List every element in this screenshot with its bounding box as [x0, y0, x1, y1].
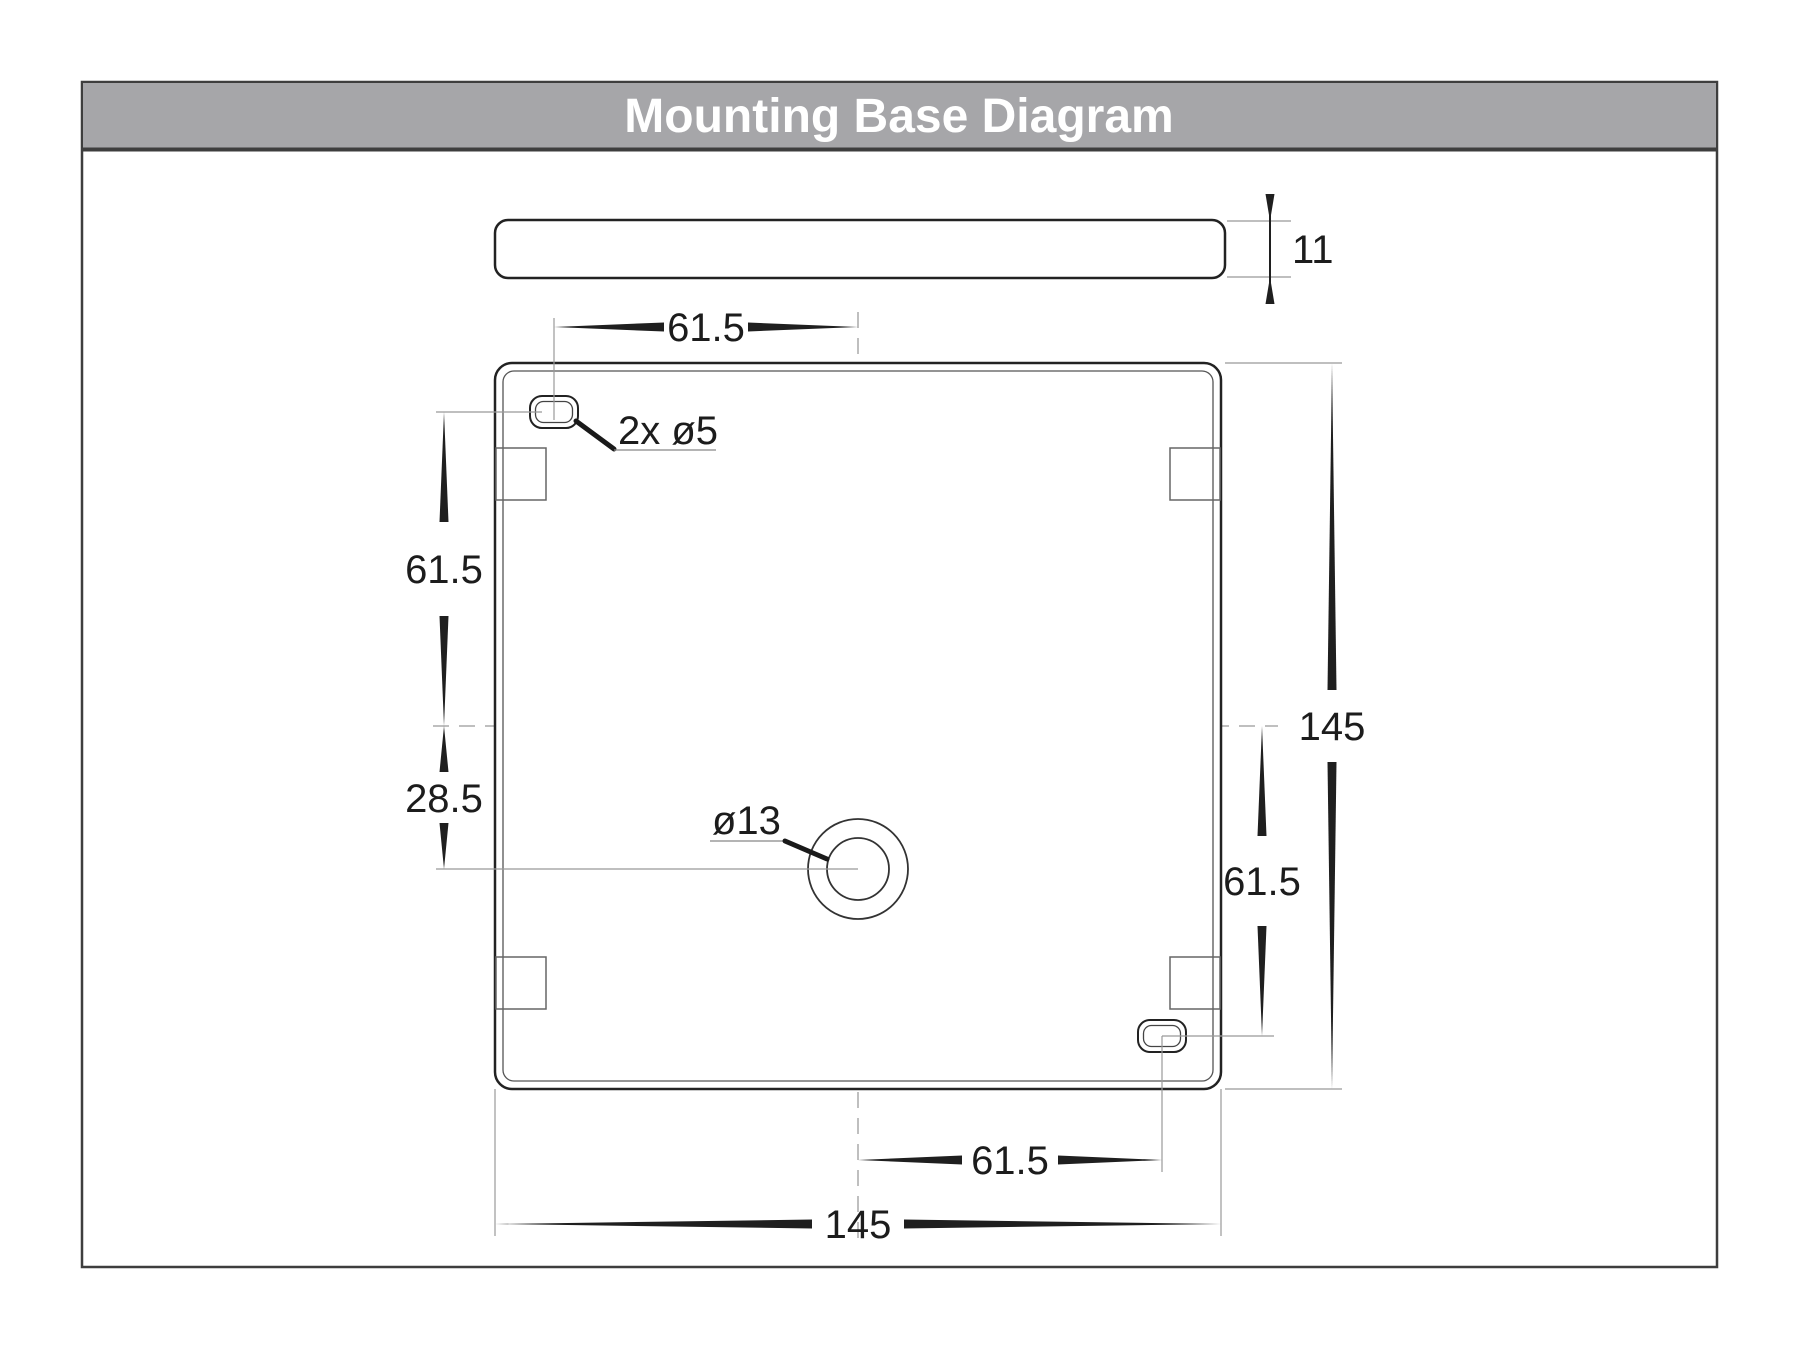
dim-arrow [748, 322, 858, 332]
dim-arrow [1327, 762, 1337, 1089]
dim-left-slot-offset: 61.5 [405, 412, 483, 726]
dim-top-slot-offset-label: 61.5 [667, 306, 745, 350]
corner-tab-top-right [1169, 447, 1221, 501]
dim-arrow [1257, 726, 1267, 836]
page-title: Mounting Base Diagram [624, 90, 1173, 143]
dim-arrow [1327, 363, 1337, 690]
top-view: 61.5 61.5 28.5 145 61.5 [405, 306, 1365, 1247]
corner-tab-top-left [495, 447, 547, 501]
leader-slot-note: 2x ø5 [573, 409, 718, 453]
header-bar: Mounting Base Diagram [82, 83, 1717, 152]
dim-overall-width: 145 [495, 1203, 1221, 1247]
dim-thickness: 11 [1265, 194, 1334, 304]
dim-arrow [495, 1219, 812, 1229]
dim-right-slot-offset-label: 61.5 [1223, 860, 1301, 904]
dim-arrow [1257, 926, 1267, 1036]
dim-arrow [1265, 194, 1275, 221]
corner-tab-bottom-right [1169, 956, 1221, 1010]
hole-note-label: ø13 [712, 799, 781, 843]
side-view-outline [493, 218, 1227, 280]
dim-arrow [439, 726, 449, 772]
dim-arrow [1058, 1155, 1162, 1165]
top-view-outline-inner [502, 370, 1214, 1082]
dim-overall-height: 145 [1299, 363, 1366, 1089]
side-view: 11 [493, 194, 1334, 304]
dim-bottom-slot-offset-label: 61.5 [971, 1139, 1049, 1183]
dim-arrow [904, 1219, 1221, 1229]
dim-arrow [858, 1155, 962, 1165]
dim-arrow [439, 412, 449, 522]
dim-top-slot-offset: 61.5 [554, 306, 858, 350]
dim-thickness-label: 11 [1292, 228, 1334, 272]
dim-center-hole-offset-label: 28.5 [405, 777, 483, 821]
header-bar-fill [83, 83, 1716, 148]
dim-arrow [554, 322, 664, 332]
leader-line [782, 838, 830, 862]
dim-overall-height-label: 145 [1299, 705, 1366, 749]
slot-note-label: 2x ø5 [618, 409, 718, 453]
corner-tab-bottom-left [495, 956, 547, 1010]
dim-center-hole-offset: 28.5 [405, 726, 483, 869]
leader-line [573, 418, 617, 452]
leader-hole-note: ø13 [710, 799, 830, 862]
dim-arrow [439, 823, 449, 869]
top-view-outline-outer [493, 361, 1223, 1091]
dim-bottom-slot-offset: 61.5 [858, 1139, 1162, 1183]
dim-arrow [439, 616, 449, 726]
dim-overall-width-label: 145 [825, 1203, 892, 1247]
dim-left-slot-offset-label: 61.5 [405, 548, 483, 592]
dim-arrow [1265, 277, 1275, 304]
dim-right-slot-offset: 61.5 [1223, 726, 1301, 1036]
